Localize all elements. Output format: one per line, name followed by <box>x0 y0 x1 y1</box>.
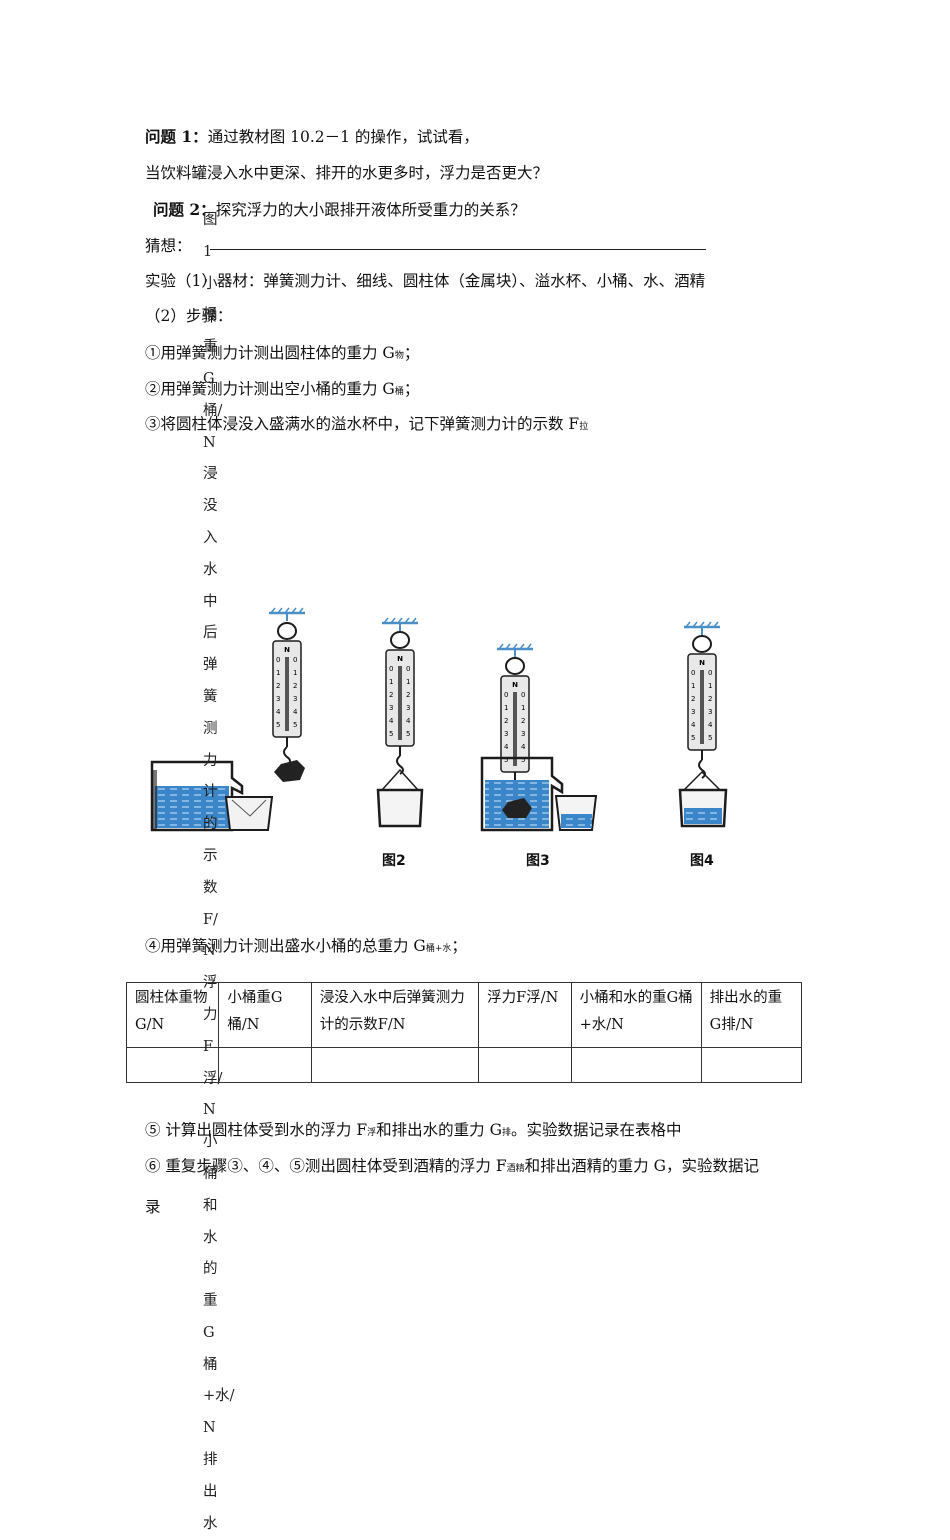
table-header: 浮力F浮/N <box>478 982 572 1048</box>
step-1-sub: 物 <box>394 351 404 361</box>
step-5-sub-1: 浮 <box>367 1128 377 1138</box>
step-3-sub: 拉 <box>579 422 589 432</box>
table-header: 浸没入水中后弹簧测力计的示数F/N <box>310 982 480 1048</box>
table-cell[interactable] <box>218 1047 312 1083</box>
step-2-sub: 桶 <box>394 387 404 397</box>
step-5-text-a: ⑤ 计算出圆柱体受到水的浮力 F <box>145 1121 368 1139</box>
step-6-text-b: 和排出酒精的重力 G，实验数据记 <box>524 1157 759 1175</box>
q2-label: 问题 2： <box>153 200 216 219</box>
q1-label: 问题 1： <box>145 127 208 146</box>
step-6-continued: 录 <box>145 1198 161 1216</box>
step-6-text-a: ⑥ 重复步骤③、④、⑤测出圆柱体受到酒精的浮力 F <box>145 1157 507 1175</box>
table-cell[interactable] <box>125 1047 220 1083</box>
table-cell[interactable] <box>700 1047 803 1083</box>
scale-rock <box>267 606 307 782</box>
q1-text2: 当饮料罐浸入水中更深、排开的水更多时，浮力是否更大？ <box>145 164 549 182</box>
step-6: ⑥ 重复步骤③、④、⑤测出圆柱体受到酒精的浮力 F酒精和排出酒精的重力 G，实验… <box>145 1156 759 1179</box>
question-1: 问题 1：通过教材图 10.2－1 的操作，试试看， <box>145 127 479 147</box>
figure-4-label: 图4 <box>690 853 714 869</box>
step-4: ④用弹簧测力计测出盛水小桶的总重力 G桶+水； <box>145 937 467 955</box>
figure-1 <box>150 760 274 832</box>
table-header: 小桶和水的重G桶+水/N <box>570 982 702 1048</box>
step-1: ①用弹簧测力计测出圆柱体的重力 G物； <box>145 344 420 362</box>
step-4-text: ④用弹簧测力计测出盛水小桶的总重力 G <box>145 937 426 955</box>
guess-label: 猜想： <box>145 237 192 255</box>
table-cell[interactable] <box>310 1047 480 1083</box>
guess-answer-line <box>210 249 706 250</box>
data-table: 圆柱体重物G/N 小桶重G桶/N 浸没入水中后弹簧测力计的示数F/N 浮力F浮/… <box>125 982 803 1083</box>
figure-3 <box>480 642 598 832</box>
exp-line1: 实验（1）器材：弹簧测力计、细线、圆柱体（金属块）、溢水杯、小桶、水、酒精 <box>145 272 706 290</box>
overlay-vertical-text: 图 1小桶重 G桶/N浸没入水中后弹簧测力计的示数F/N浮力F浮/N小桶和水的重… <box>203 212 235 1532</box>
table-header: 圆柱体重物G/N <box>125 982 220 1048</box>
q1-text: 通过教材图 10.2－1 的操作，试试看， <box>207 128 479 146</box>
figure-4 <box>678 620 728 828</box>
step-2-text: ②用弹簧测力计测出空小桶的重力 G <box>145 380 395 398</box>
step-4-sub: 桶+水 <box>425 944 452 954</box>
step-5-text-c: 。实验数据记录在表格中 <box>510 1121 682 1139</box>
step-5-sub-2: 排 <box>501 1128 511 1138</box>
step-3: ③将圆柱体浸没入盛满水的溢水杯中，记下弹簧测力计的示数 F拉 <box>145 414 588 437</box>
table-cell[interactable] <box>478 1047 572 1083</box>
table-cell[interactable] <box>570 1047 702 1083</box>
step-2: ②用弹簧测力计测出空小桶的重力 G桶； <box>145 380 420 398</box>
exp-line2: （2）步骤： <box>145 307 233 325</box>
question-2: 问题 2：探究浮力的大小跟排开液体所受重力的关系？ <box>153 200 526 220</box>
experiment-illustration: N 012 345 012 345 <box>150 606 728 832</box>
step-3-text: ③将圆柱体浸没入盛满水的溢水杯中，记下弹簧测力计的示数 F <box>145 415 580 433</box>
q2-text: 探究浮力的大小跟排开液体所受重力的关系？ <box>215 201 526 219</box>
figure-2-label: 图2 <box>382 853 406 869</box>
figure-2 <box>376 616 424 828</box>
step-5-text-b: 和排出水的重力 G <box>376 1121 502 1139</box>
step-1-text: ①用弹簧测力计测出圆柱体的重力 G <box>145 344 395 362</box>
step-6-sub-1: 酒精 <box>506 1164 525 1174</box>
table-header: 排出水的重G排/N <box>700 982 803 1048</box>
table-header: 小桶重G桶/N <box>218 982 312 1048</box>
figure-3-label: 图3 <box>526 853 550 869</box>
step-5: ⑤ 计算出圆柱体受到水的浮力 F浮和排出水的重力 G排。实验数据记录在表格中 <box>145 1120 681 1143</box>
